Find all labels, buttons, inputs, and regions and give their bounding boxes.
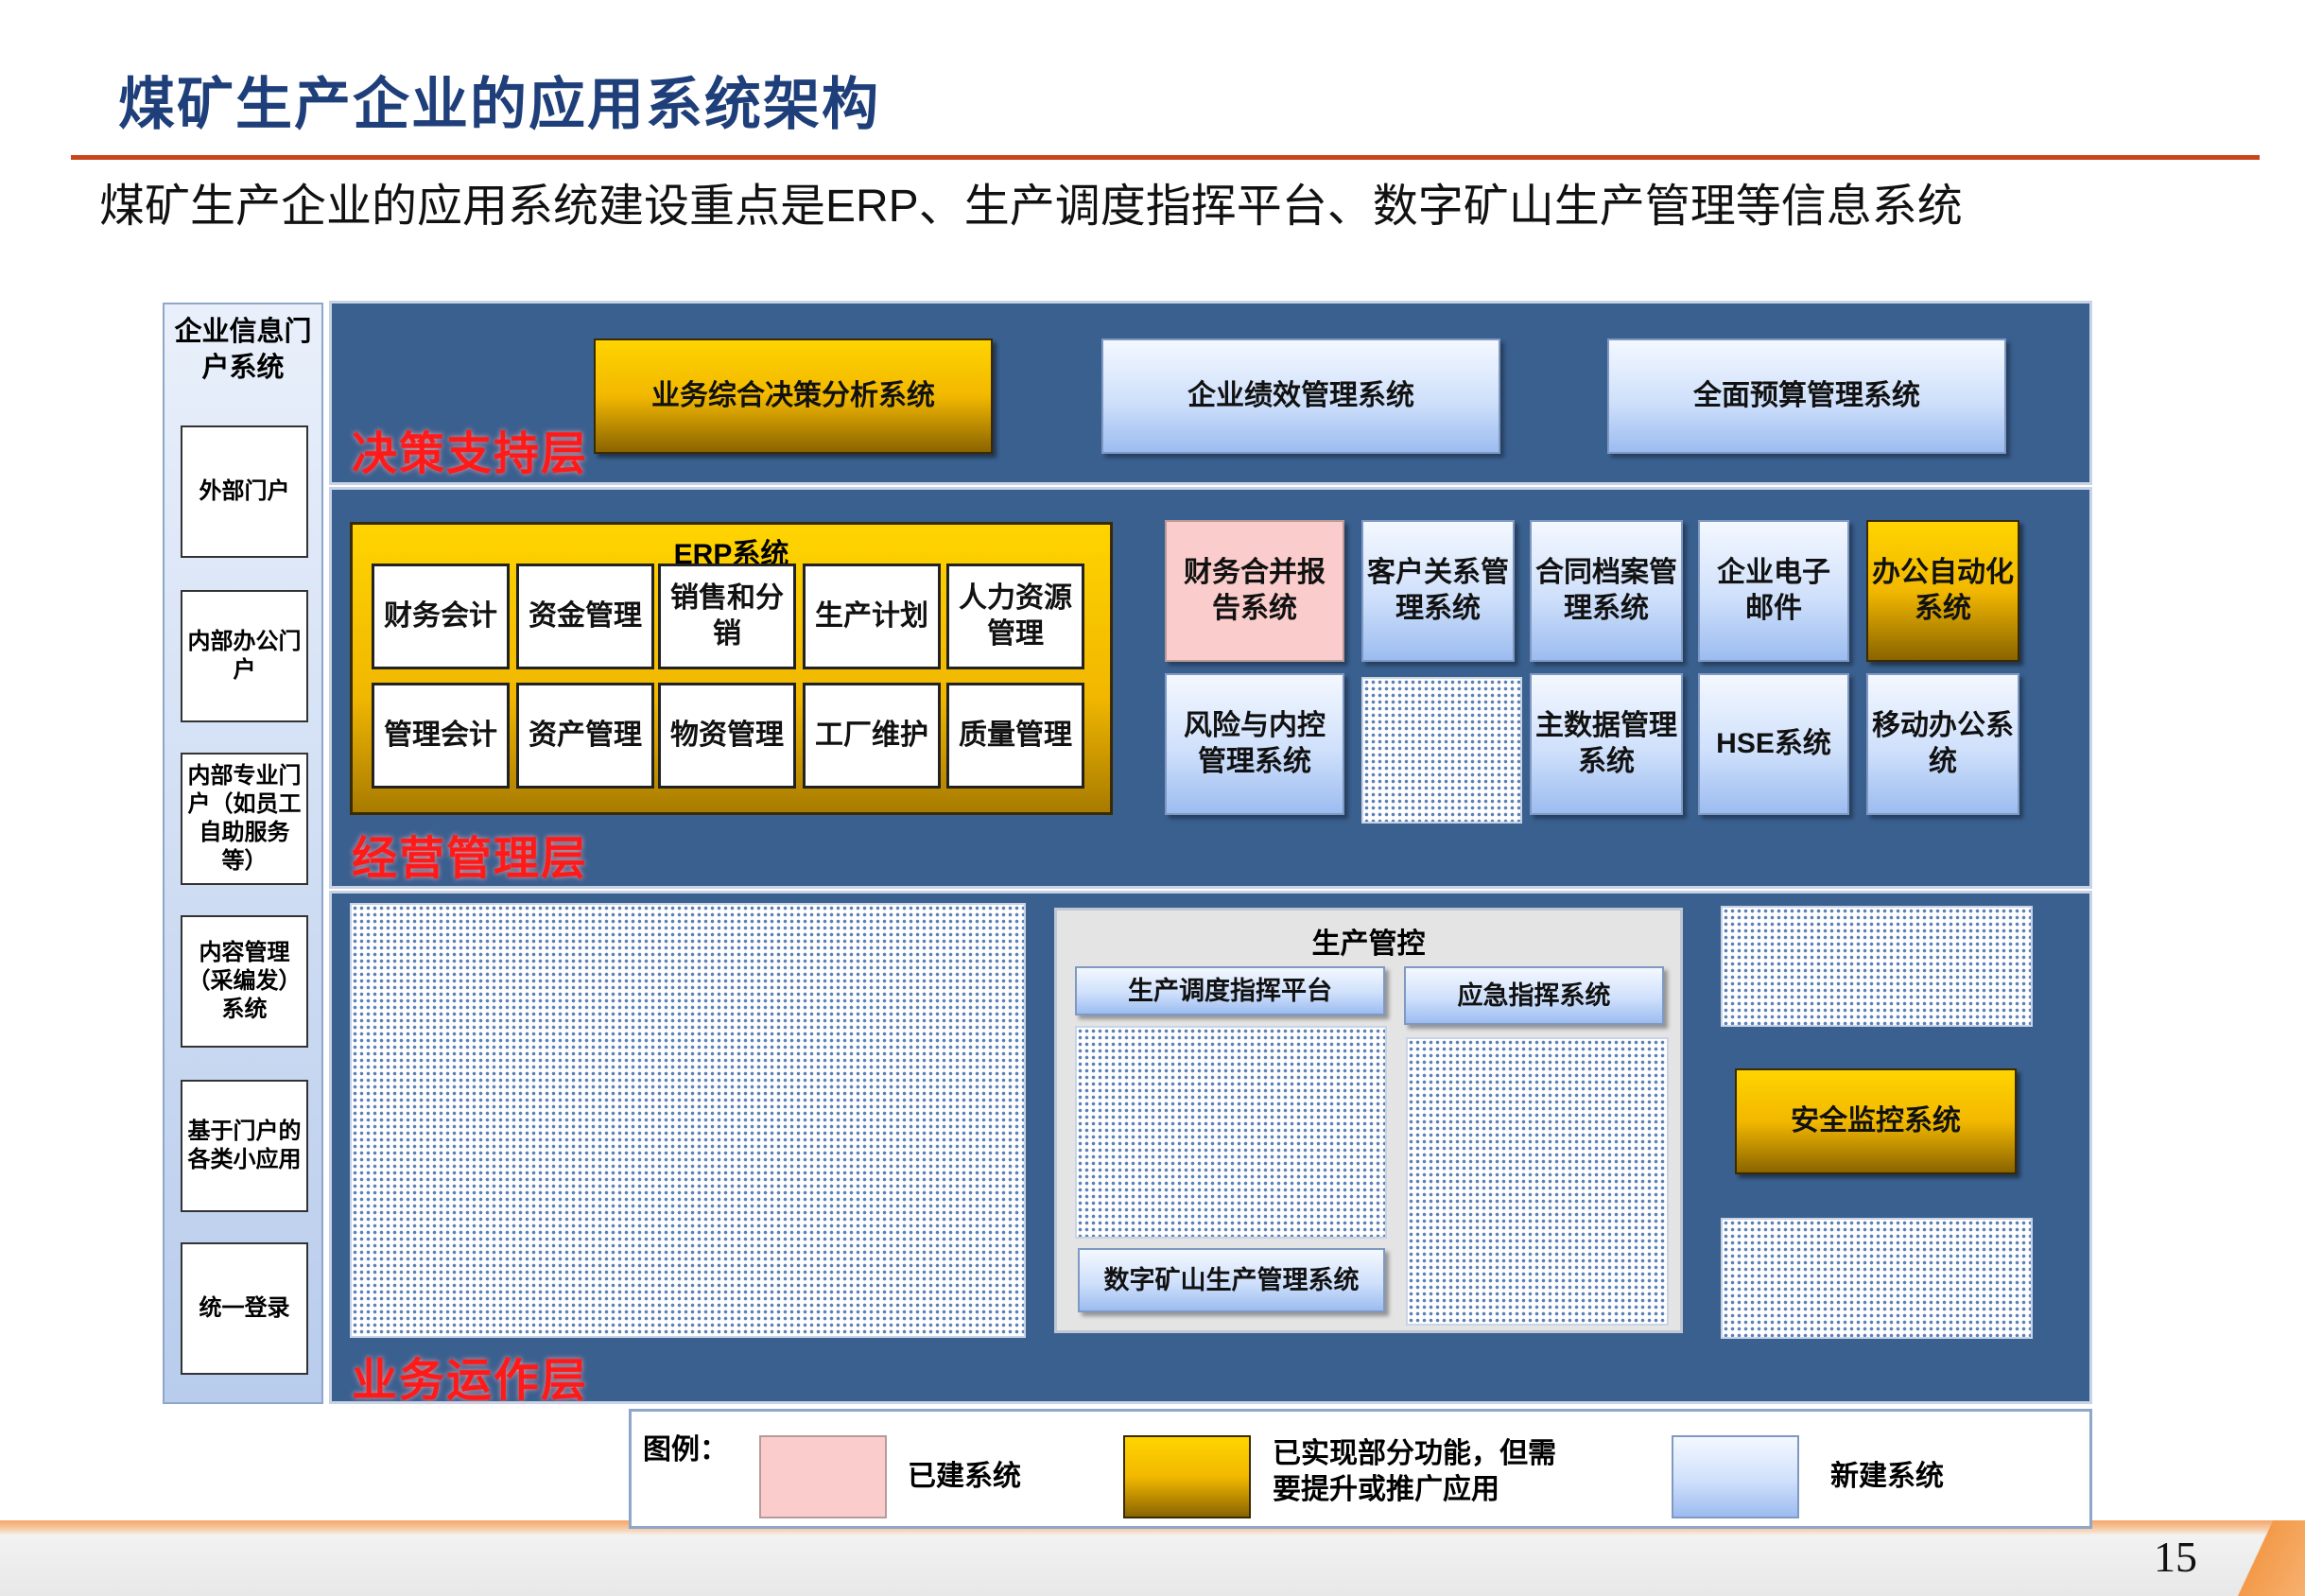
legend-label-new: 新建系统 (1830, 1461, 1944, 1492)
hse-system: HSE系统 (1698, 673, 1849, 815)
portal-item-single-sign-on: 统一登录 (181, 1242, 308, 1375)
erp-module-materials-management: 物资管理 (658, 683, 796, 789)
page-title: 煤矿生产企业的应用系统架构 (118, 73, 880, 136)
risk-control-system: 风险与内控管理系统 (1165, 673, 1344, 815)
decision-layer-label: 决策支持层 (352, 429, 589, 479)
enterprise-email-system: 企业电子邮件 (1698, 520, 1849, 662)
legend-swatch-partial (1123, 1435, 1251, 1518)
erp-module-asset-management: 资产管理 (516, 683, 654, 789)
legend-swatch-built (759, 1435, 887, 1518)
erp-module-production-planning: 生产计划 (803, 564, 941, 669)
placeholder-dotted-box (1361, 677, 1522, 824)
legend-title: 图例： (643, 1434, 728, 1466)
title-divider (71, 155, 2260, 160)
decision-analysis-system: 业务综合决策分析系统 (594, 338, 993, 454)
management-layer-label: 经营管理层 (352, 834, 589, 884)
erp-module-sales-distribution: 销售和分销 (658, 564, 796, 669)
page-subtitle: 煤矿生产企业的应用系统建设重点是ERP、生产调度指挥平台、数字矿山生产管理等信息… (99, 182, 1963, 232)
erp-module-plant-maintenance: 工厂维护 (803, 683, 941, 789)
contract-archive-system: 合同档案管理系统 (1530, 520, 1683, 662)
erp-module-management-accounting: 管理会计 (372, 683, 510, 789)
portal-title: 企业信息门户系统 (174, 317, 312, 383)
dispatch-dotted-area (1075, 1026, 1387, 1239)
footer-band (0, 1520, 2305, 1596)
placeholder-dotted-bottom-right (1721, 1218, 2033, 1339)
mobile-office-system: 移动办公系统 (1866, 673, 2019, 815)
placeholder-dotted-top-right (1721, 906, 2033, 1027)
safety-monitoring-system: 安全监控系统 (1735, 1068, 2017, 1174)
crm-system: 客户关系管理系统 (1361, 520, 1515, 662)
erp-module-quality-management: 质量管理 (946, 683, 1084, 789)
budget-management-system: 全面预算管理系统 (1607, 338, 2006, 454)
legend-swatch-new (1672, 1435, 1799, 1518)
production-control-title: 生产管控 (1311, 928, 1426, 960)
erp-module-financial-accounting: 财务会计 (372, 564, 510, 669)
performance-management-system: 企业绩效管理系统 (1101, 338, 1500, 454)
erp-module-treasury: 资金管理 (516, 564, 654, 669)
office-automation-system: 办公自动化系统 (1866, 520, 2019, 662)
dispatch-command-platform: 生产调度指挥平台 (1075, 966, 1385, 1015)
emergency-command-system: 应急指挥系统 (1404, 966, 1664, 1025)
portal-column: 企业信息门户系统 外部门户 内部办公门户 内部专业门户（如员工自助服务等） 内容… (163, 303, 323, 1404)
portal-item-small-apps: 基于门户的各类小应用 (181, 1080, 308, 1212)
operation-layer-label: 业务运作层 (352, 1356, 589, 1406)
legend-label-partial: 已实现部分功能，但需要提升或推广应用 (1273, 1438, 1556, 1505)
legend-label-built: 已建系统 (908, 1461, 1021, 1492)
footer-corner-accent (2217, 1520, 2305, 1596)
emergency-dotted-area (1406, 1037, 1669, 1326)
page-number: 15 (2154, 1533, 2197, 1581)
legend: 图例： 已建系统 已实现部分功能，但需要提升或推广应用 新建系统 (629, 1409, 2092, 1529)
master-data-system: 主数据管理系统 (1530, 673, 1683, 815)
digital-mine-system: 数字矿山生产管理系统 (1078, 1248, 1385, 1312)
portal-item-external: 外部门户 (181, 425, 308, 558)
erp-module-human-resources: 人力资源管理 (946, 564, 1084, 669)
portal-item-content-management: 内容管理（采编发）系统 (181, 915, 308, 1048)
portal-item-internal-professional: 内部专业门户（如员工自助服务等） (181, 753, 308, 885)
portal-item-internal-office: 内部办公门户 (181, 590, 308, 722)
financial-consolidation-system: 财务合并报告系统 (1165, 520, 1344, 662)
placeholder-dotted-area (350, 903, 1026, 1338)
